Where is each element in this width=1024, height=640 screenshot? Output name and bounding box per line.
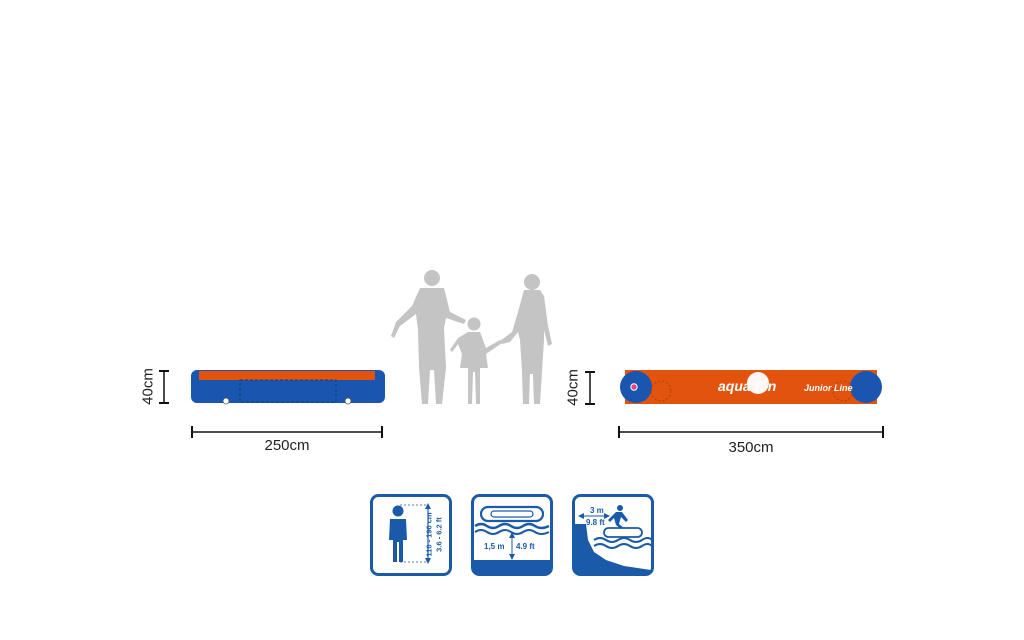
left-height-bracket (158, 370, 170, 404)
left-width-label: 250cm (264, 437, 310, 454)
distance-imperial: 9.8 ft (586, 518, 605, 527)
right-width-label: 350cm (728, 439, 774, 456)
height-range-cm: 110 - 190 cm (424, 512, 434, 557)
depth-imperial: 4.9 ft (516, 542, 535, 551)
depth-metric: 1,5 m (484, 542, 505, 551)
right-height-label: 40cm (564, 369, 582, 406)
left-product (190, 365, 386, 407)
jump-distance-icon (572, 494, 654, 576)
left-product-drawing (191, 370, 385, 405)
right-product (617, 369, 885, 405)
water-depth-icon (471, 494, 553, 576)
distance-metric: 3 m (590, 506, 604, 515)
right-product-drawing (620, 370, 882, 404)
left-width-bracket (190, 425, 384, 439)
family-silhouette (388, 268, 554, 408)
left-height-label: 40cm (139, 368, 157, 405)
right-width-bracket (617, 425, 885, 439)
aquafun-logo: aqua fun (718, 378, 777, 394)
user-height-icon (370, 494, 452, 576)
right-height-bracket (584, 371, 596, 405)
junior-line-label: Junior Line (804, 383, 853, 393)
height-range-ft: 3.6 - 6.2 ft (434, 517, 444, 552)
